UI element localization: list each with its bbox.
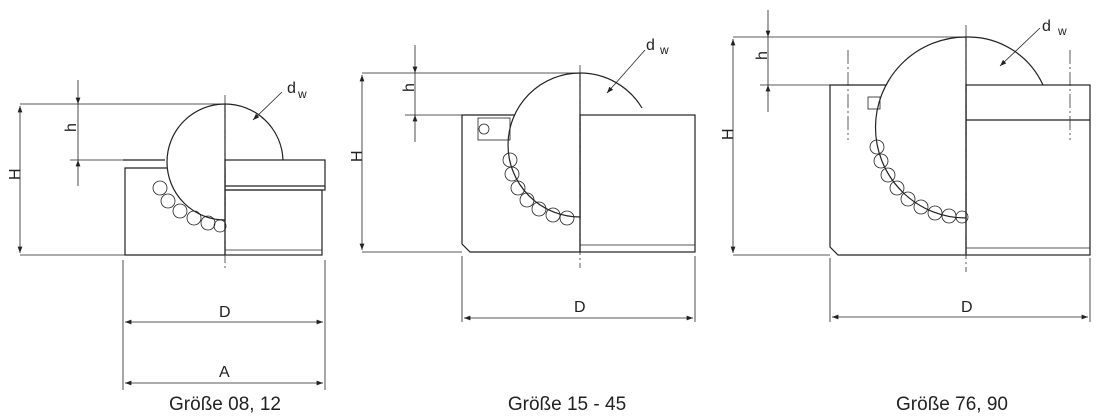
housing-side	[965, 84, 1091, 256]
figure-size-15-45: H h d w D Größe 15 - 45	[349, 37, 696, 415]
label-H: H	[720, 128, 737, 140]
ball-outline	[224, 103, 284, 161]
label-D: D	[961, 299, 973, 316]
label-D: D	[574, 299, 586, 316]
label-H: H	[349, 150, 366, 162]
label-A: A	[219, 364, 230, 381]
ball-outline	[579, 72, 643, 109]
caption: Größe 08, 12	[169, 394, 281, 415]
ball-section	[874, 36, 967, 219]
figure-size-08-12: H h d w D A Größe 08, 12	[7, 80, 326, 415]
housing-side	[579, 114, 696, 253]
retainer	[477, 117, 511, 141]
label-dw: d	[287, 80, 296, 97]
figure-size-76-90: H h d w D Größe 76, 90	[720, 10, 1091, 415]
svg-text:w: w	[659, 43, 669, 57]
label-h: h	[401, 83, 418, 92]
svg-text:w: w	[297, 87, 307, 101]
label-h: h	[754, 51, 771, 60]
bearing-balls	[869, 139, 969, 224]
label-dw: d	[646, 37, 655, 54]
label-H: H	[7, 168, 24, 180]
bearing-balls	[502, 152, 575, 226]
label-h: h	[63, 123, 80, 132]
caption: Größe 76, 90	[896, 394, 1008, 415]
label-dw: d	[1042, 18, 1051, 35]
caption: Größe 15 - 45	[508, 394, 626, 415]
ball-section	[507, 72, 581, 218]
ball-outline	[965, 36, 1044, 86]
bearing-balls	[152, 180, 227, 233]
ball-section	[166, 103, 226, 221]
svg-text:w: w	[1057, 24, 1067, 38]
housing-side	[224, 189, 323, 256]
label-D: D	[219, 304, 231, 321]
